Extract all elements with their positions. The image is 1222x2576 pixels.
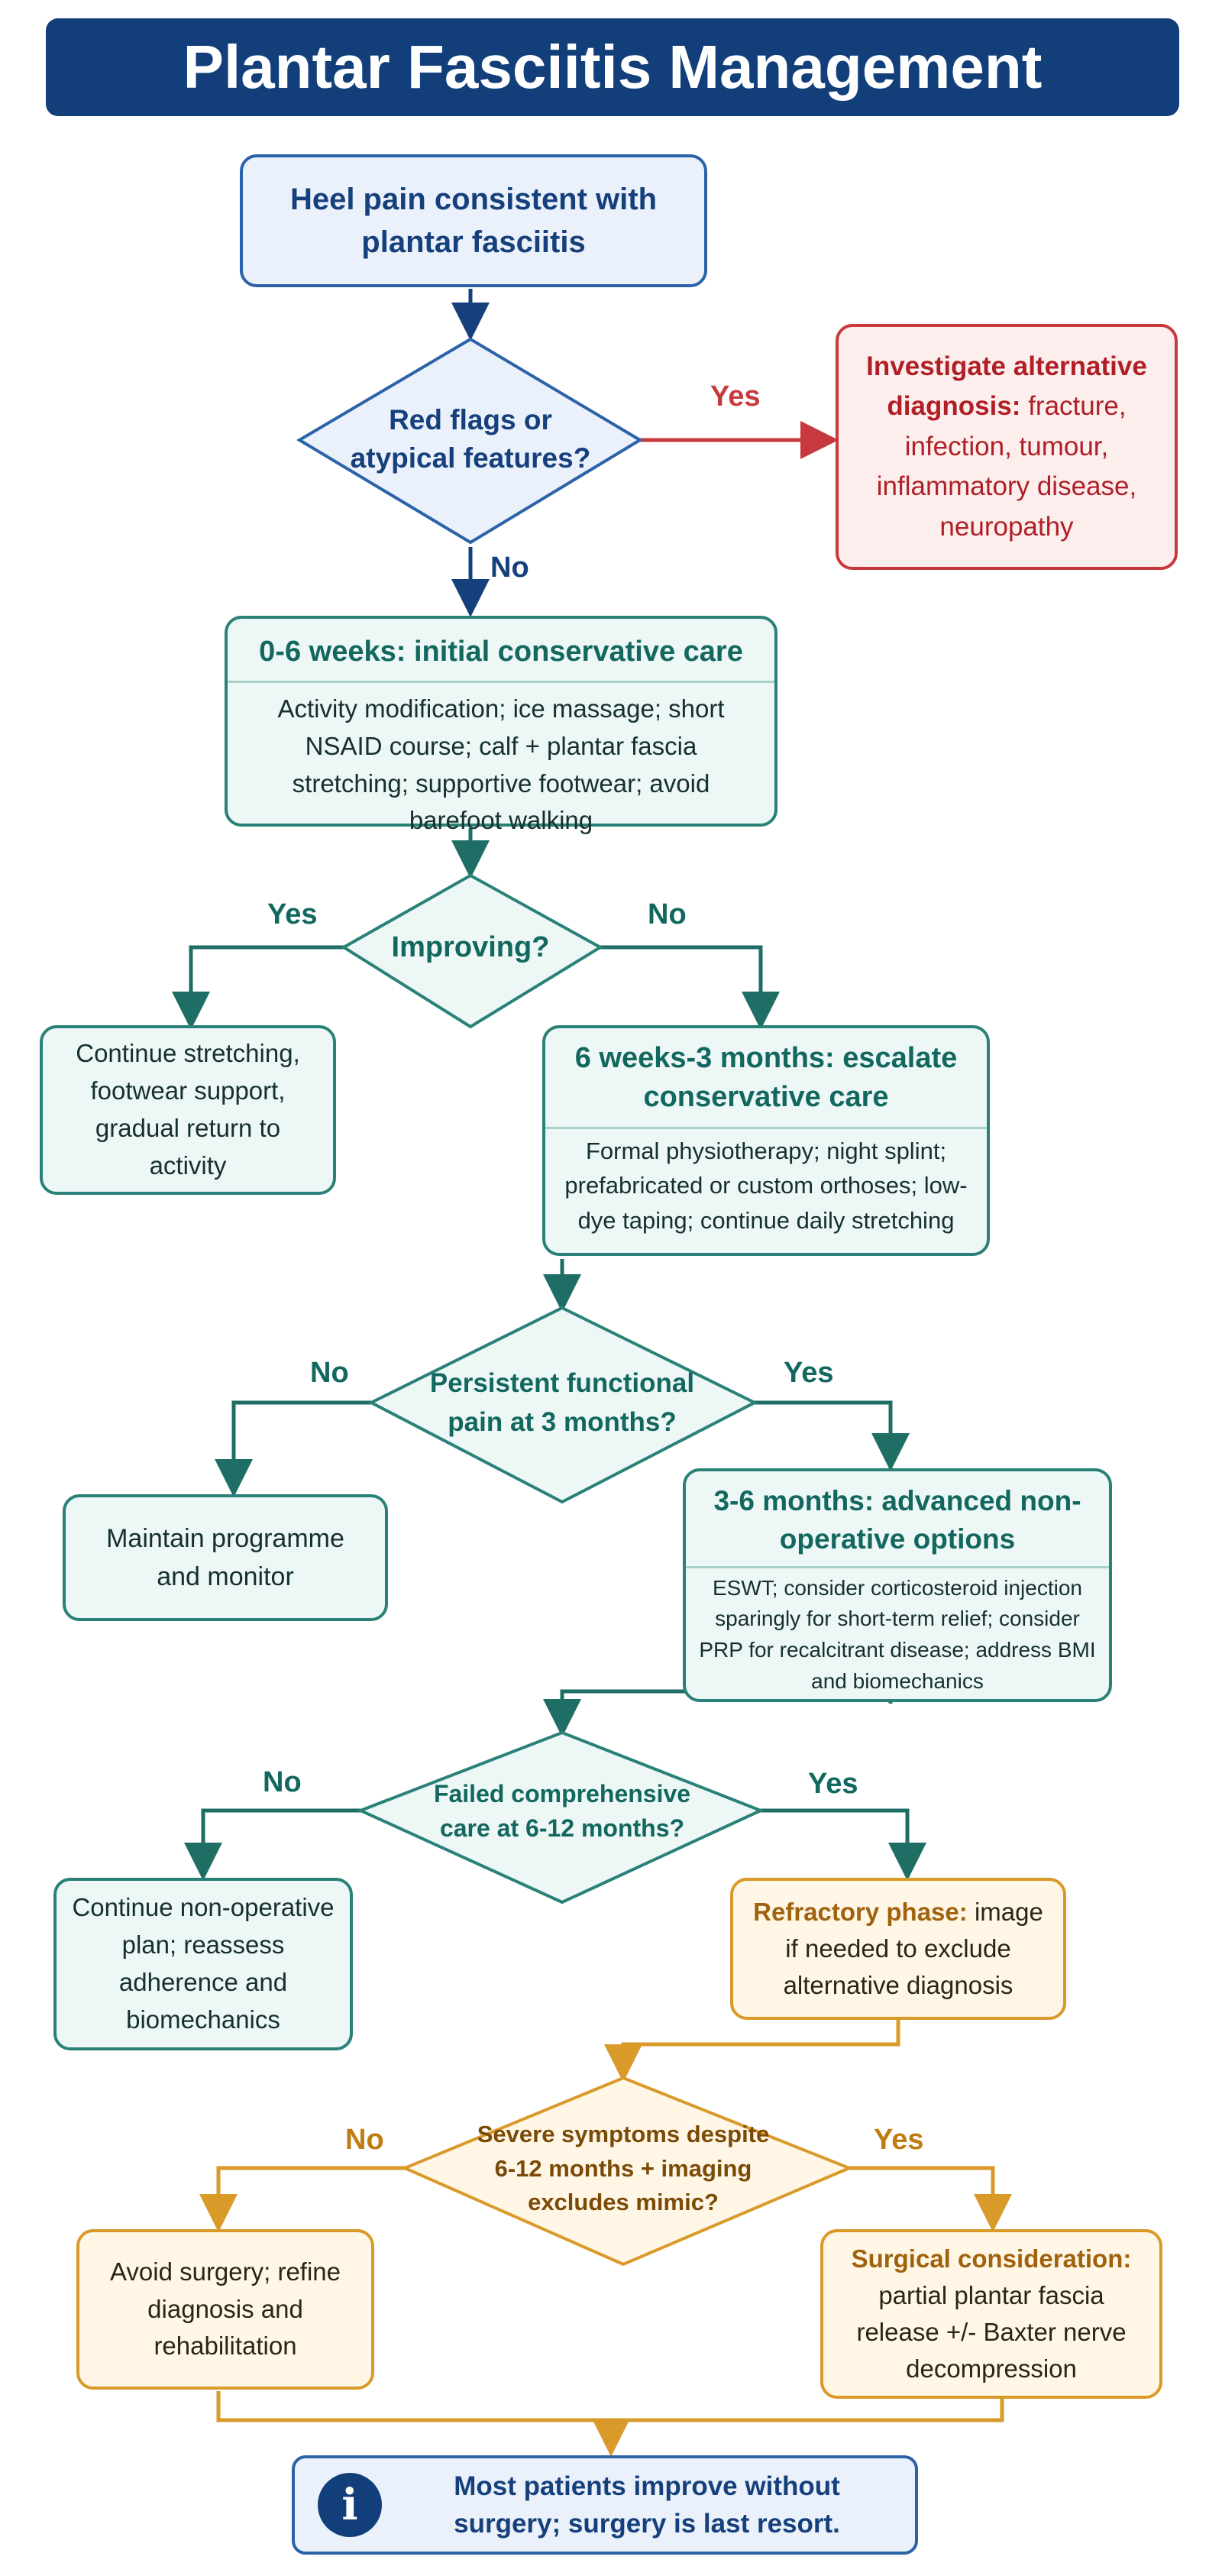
label-yes-failed: Yes [808,1768,858,1800]
label-yes-severe: Yes [874,2124,924,2156]
stage-initial-box: 0-6 weeks: initial conservative care Act… [225,616,777,834]
stage-initial-text: Activity modification; ice massage; shor… [277,694,725,835]
arrow-improving-yes [172,945,344,1030]
label-no-persistent: No [310,1357,349,1389]
refractory-content: Refractory phase: image if needed to exc… [748,1894,1048,2004]
alternative-diagnosis-title: Investigate alternative diagnosis: [866,351,1147,422]
stage-initial-title: 0-6 weeks: initial conservative care [259,636,743,668]
avoid-surgery-box: Avoid surgery; refine diagnosis and reha… [76,2229,374,2390]
continue-nonop-text: Continue non-operative plan; reassess ad… [72,1893,335,2034]
stage-advanced-title: 3-6 months: advanced non-operative optio… [713,1485,1081,1555]
surgical-box: Surgical consideration: partial plantar … [820,2229,1162,2399]
decision-diamond-improving [341,873,603,1029]
refractory-text: image if needed to exclude alternative d… [783,1898,1043,1999]
arrow-improving-no [600,945,780,1030]
decision-failed-text: Failed comprehensive care at 6-12 months… [433,1780,691,1842]
continue-stretching-box: Continue stretching, footwear support, g… [40,1025,336,1195]
label-yes-improving: Yes [267,898,318,930]
surgical-title: Surgical consideration: [851,2244,1132,2273]
footer-note-box: i Most patients improve without surgery;… [292,2455,918,2555]
decision-diamond-red-flags [296,337,643,545]
alternative-diagnosis-content: Investigate alternative diagnosis: fract… [857,347,1156,548]
stage-escalate-divider [545,1126,987,1129]
decision-improving-text: Improving? [391,930,550,963]
arrow-persistent-no [215,1400,371,1497]
alternative-diagnosis-text: fracture, infection, tumour, inflammator… [876,391,1137,542]
label-no-severe: No [345,2124,384,2156]
maintain-text: Maintain programme and monitor [106,1523,344,1591]
arrow-failed-no [184,1808,360,1881]
maintain-box: Maintain programme and monitor [63,1494,388,1621]
decision-diamond-severe [400,2076,854,2267]
arrow-failed-yes [761,1808,926,1881]
label-yes-red-flags: Yes [710,380,761,413]
start-text: Heel pain consistent with plantar fascii… [289,183,658,259]
refractory-title: Refractory phase: [753,1898,968,1927]
refractory-box: Refractory phase: image if needed to exc… [730,1878,1066,2020]
stage-advanced-text: ESWT; consider corticosteroid injection … [699,1575,1096,1693]
info-icon: i [318,2473,382,2537]
start-box: Heel pain consistent with plantar fascii… [240,154,707,287]
arrow-severe-no [199,2166,405,2232]
arrow-refractory-to-severe [604,2020,900,2082]
decision-diamond-persistent [367,1306,758,1504]
arrow-severe-yes [849,2166,1012,2232]
stage-advanced-divider [686,1565,1109,1568]
surgical-text: partial plantar fascia release +/- Baxte… [856,2281,1127,2383]
arrow-persistent-yes [755,1400,910,1471]
decision-diamond-failed [356,1730,765,1904]
page-title: Plantar Fasciitis Management [46,18,1179,116]
stage-escalate-title: 6 weeks-3 months: escalate conservative … [574,1042,958,1114]
stage-escalate-text: Formal physiotherapy; night splint; pref… [564,1137,968,1235]
alternative-diagnosis-box: Investigate alternative diagnosis: fract… [836,324,1178,570]
label-no-red-flags: No [490,552,529,584]
decision-severe-text: Severe symptoms despite 6-12 months + im… [477,2120,770,2216]
decision-persistent-text: Persistent functional pain at 3 months? [429,1368,695,1437]
footer-note-text: Most patients improve without surgery; s… [454,2471,840,2539]
decision-red-flags-text: Red flags or atypical features? [350,404,591,474]
label-no-failed: No [263,1766,302,1798]
continue-nonop-box: Continue non-operative plan; reassess ad… [53,1878,353,2050]
label-no-improving: No [648,898,687,930]
stage-escalate-box: 6 weeks-3 months: escalate conservative … [542,1025,990,1256]
continue-stretching-text: Continue stretching, footwear support, g… [76,1039,300,1180]
stage-advanced-box: 3-6 months: advanced non-operative optio… [683,1468,1112,1702]
stage-initial-divider [228,681,774,683]
avoid-surgery-text: Avoid surgery; refine diagnosis and reha… [109,2257,341,2361]
label-yes-persistent: Yes [784,1357,834,1389]
surgical-content: Surgical consideration: partial plantar … [836,2241,1147,2387]
